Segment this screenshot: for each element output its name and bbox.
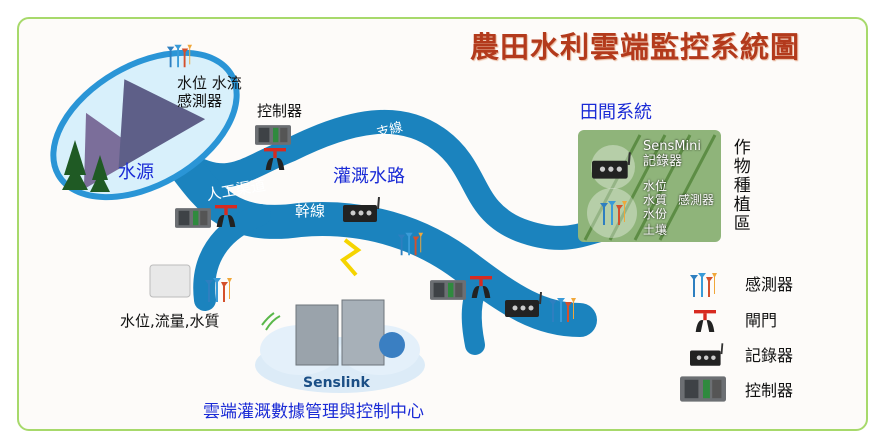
source-sensor-label: 水位 水流	[177, 74, 242, 92]
crop-area-label: 作物種植區	[729, 138, 750, 233]
station-measure-label: 水位,流量,水質	[120, 312, 220, 330]
legend-logger: 記錄器	[745, 346, 794, 365]
signal-icon	[261, 312, 281, 331]
legend-gate: 閘門	[745, 311, 778, 330]
logger-icon	[343, 197, 380, 223]
wireless-bolt-icon	[340, 238, 362, 277]
sensor-icon	[205, 278, 232, 302]
field-sensor-label: 感測器	[678, 193, 715, 207]
controller-icon	[175, 208, 211, 228]
controller-icon	[430, 280, 466, 300]
sensor-type: 水位	[643, 179, 668, 193]
cloud-center-label: 雲端灌溉數據管理與控制中心	[203, 402, 424, 422]
cloud-center	[255, 299, 425, 393]
irrigation-channel-label: 灌溉水路	[333, 166, 405, 187]
tree-icon	[62, 140, 110, 192]
legend-logger-icon	[690, 343, 724, 367]
sensmini-label: SensMini	[643, 139, 701, 154]
station-device	[149, 264, 191, 298]
sensor-type: 水質	[643, 193, 668, 207]
legend-sensor: 感測器	[745, 275, 794, 294]
legend-controller: 控制器	[745, 381, 794, 400]
controller-label: 控制器	[257, 102, 303, 120]
source-sensor-label-2: 感測器	[177, 92, 223, 110]
sensor-type: 水份	[643, 207, 668, 221]
page-title: 農田水利雲端監控系統圖	[470, 30, 801, 64]
controller-icon	[255, 125, 291, 145]
water-source	[50, 49, 240, 201]
senslink-logo: Senslink	[303, 375, 370, 391]
legend-sensor-icon	[690, 273, 717, 297]
trunk-line-label: 幹線	[295, 202, 326, 220]
logger-label: 記錄器	[643, 154, 683, 169]
legend-controller-icon	[680, 376, 726, 402]
water-source-label: 水源	[118, 162, 154, 183]
sensor-type: 土壤	[643, 223, 668, 237]
legend-gate-icon	[694, 310, 716, 332]
field-system-label: 田間系統	[580, 102, 652, 123]
